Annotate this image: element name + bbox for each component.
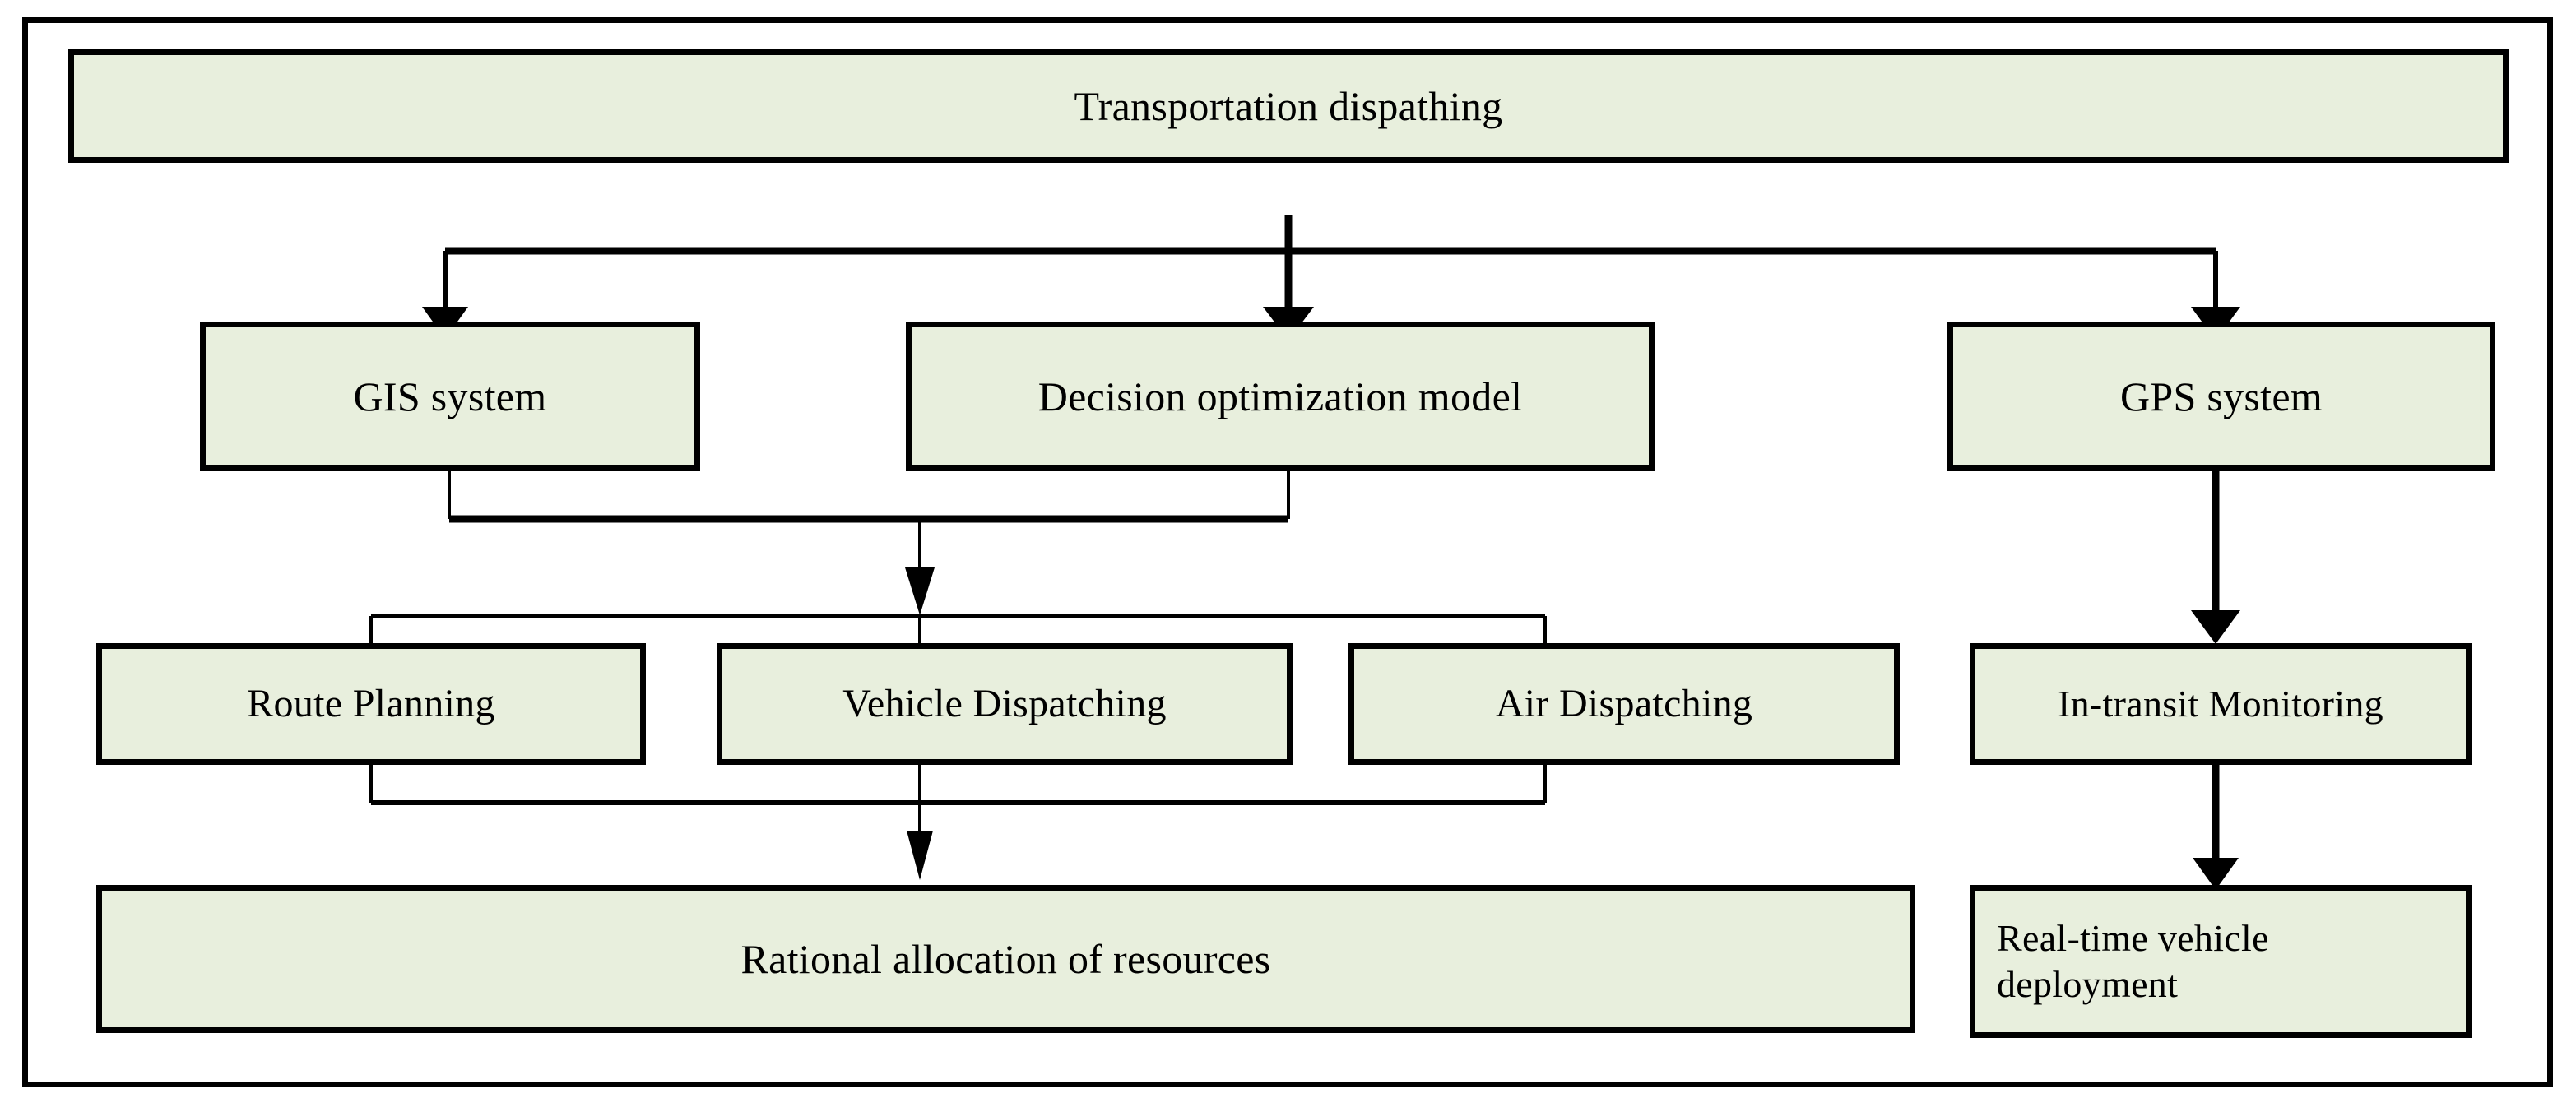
node-label-gps-system: GPS system xyxy=(2119,373,2323,419)
node-rational-allocation-of-resources[interactable]: Rational allocation of resources xyxy=(96,885,1915,1033)
node-label-transportation-dispatching: Transportation dispathing xyxy=(1074,82,1503,129)
node-vehicle-dispatching[interactable]: Vehicle Dispatching xyxy=(717,643,1293,765)
node-air-dispatching[interactable]: Air Dispatching xyxy=(1348,643,1900,765)
node-label-line-1: Real-time vehicle xyxy=(1997,916,2269,959)
node-label-route-planning: Route Planning xyxy=(247,681,495,725)
node-label-in-transit-monitoring: In-transit Monitoring xyxy=(2058,682,2383,725)
node-label-vehicle-dispatching: Vehicle Dispatching xyxy=(842,681,1167,725)
node-transportation-dispatching[interactable]: Transportation dispathing xyxy=(68,49,2509,163)
node-gps-system[interactable]: GPS system xyxy=(1947,322,2495,471)
node-label-real-time-vehicle-deployment: Real-time vehicle deployment xyxy=(1997,915,2269,1007)
node-label-air-dispatching: Air Dispatching xyxy=(1495,681,1753,725)
node-route-planning[interactable]: Route Planning xyxy=(96,643,646,765)
node-label-gis-system: GIS system xyxy=(353,373,547,419)
node-label-rational-allocation-of-resources: Rational allocation of resources xyxy=(740,935,1271,982)
node-gis-system[interactable]: GIS system xyxy=(200,322,700,471)
node-real-time-vehicle-deployment[interactable]: Real-time vehicle deployment xyxy=(1970,885,2472,1038)
node-label-line-2: deployment xyxy=(1997,963,2179,1005)
node-in-transit-monitoring[interactable]: In-transit Monitoring xyxy=(1970,643,2472,765)
node-decision-optimization-model[interactable]: Decision optimization model xyxy=(906,322,1655,471)
node-label-decision-optimization-model: Decision optimization model xyxy=(1037,373,1523,419)
